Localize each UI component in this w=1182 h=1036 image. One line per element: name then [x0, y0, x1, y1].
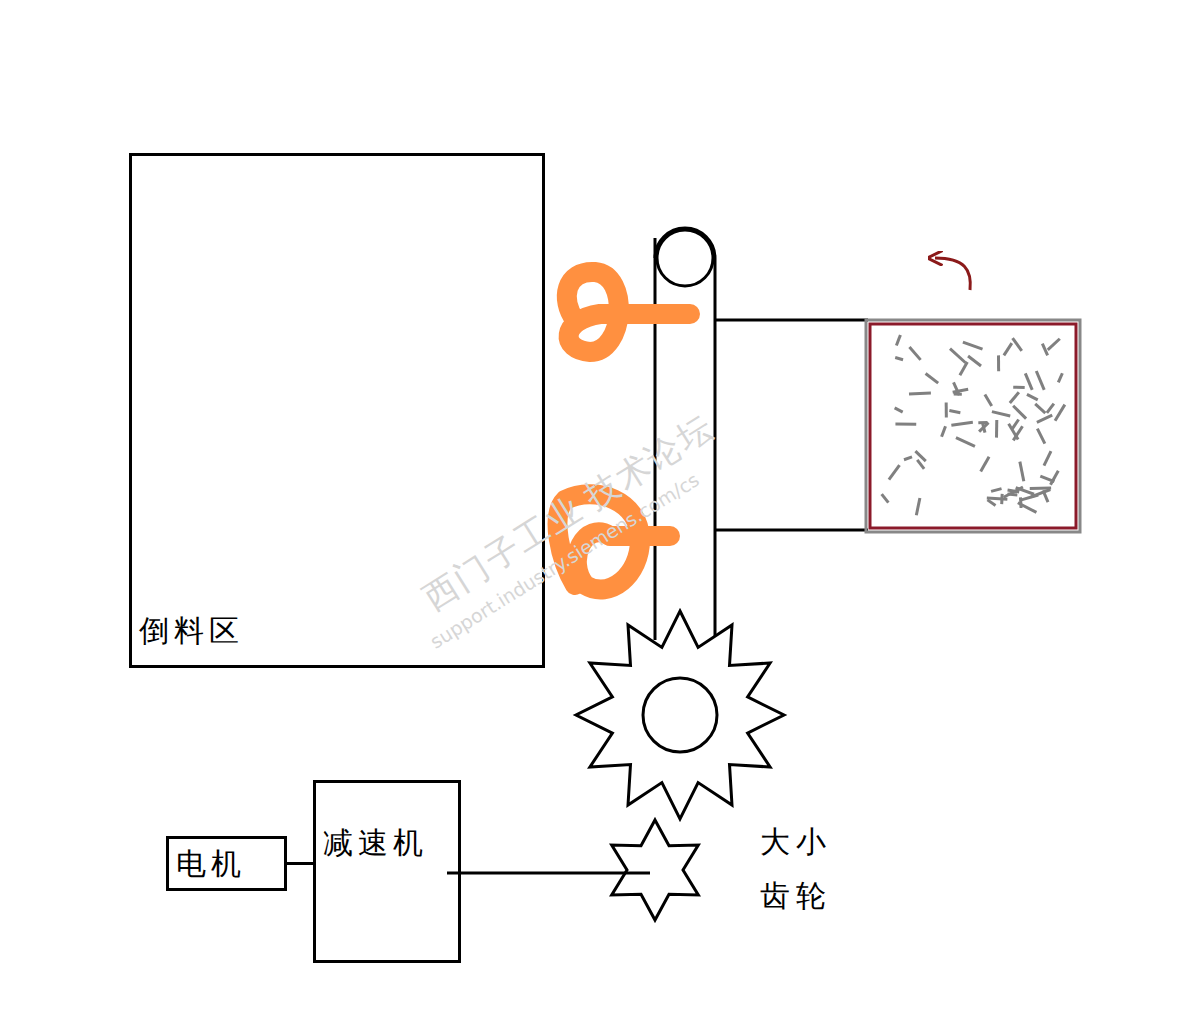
rotation-arrow — [935, 258, 970, 290]
large-gear — [576, 611, 784, 819]
area-box: 倒料区 — [129, 153, 545, 668]
node-label: 减速机 — [323, 825, 428, 861]
node-label: 电机 — [176, 846, 246, 882]
material-bin — [866, 320, 1080, 532]
equipment-box: 电机 — [166, 836, 287, 891]
connector-line — [287, 862, 313, 865]
watermark: support.industry.siemens.com/cs — [426, 411, 795, 654]
equipment-box: 减速机 — [313, 780, 461, 963]
small-gear — [612, 820, 699, 920]
node-label: 倒料区 — [139, 613, 244, 649]
drive-shaft — [447, 872, 650, 875]
part-label: 大小 齿轮 — [760, 815, 840, 923]
